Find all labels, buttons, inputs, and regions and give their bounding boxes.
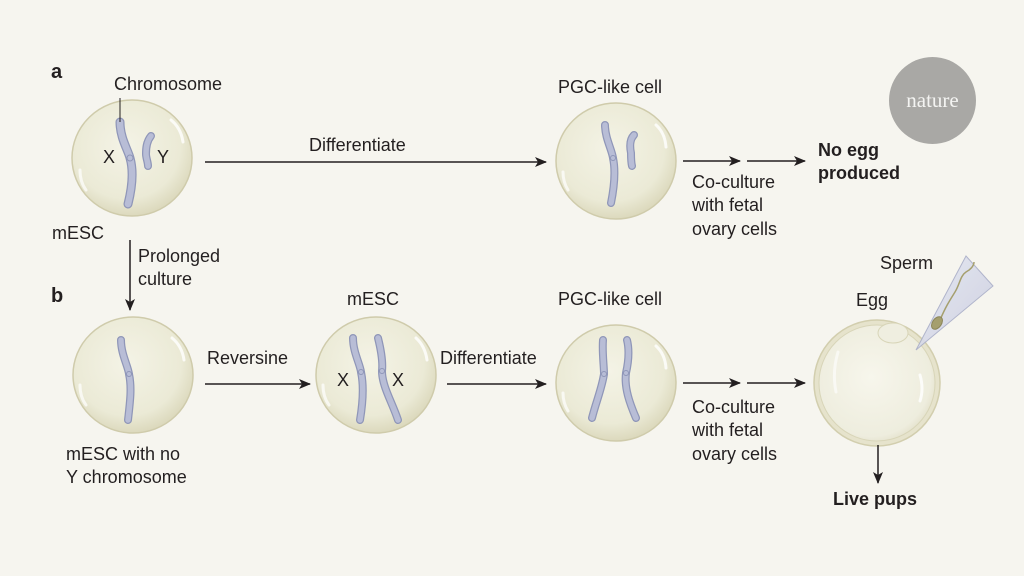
pgc-chromosome-x-right bbox=[621, 336, 640, 422]
coculture-label-a-3: ovary cells bbox=[692, 219, 778, 239]
polar-body bbox=[877, 322, 909, 344]
pgc-chromosome-x bbox=[601, 121, 619, 207]
panel-label-b: b bbox=[51, 285, 64, 307]
mesc-no-y-label-1: mESC with no bbox=[66, 444, 181, 464]
pgc-chromosome-y bbox=[626, 131, 638, 170]
cell-mesc-xx bbox=[315, 316, 437, 434]
live-pups-label: Live pups bbox=[833, 489, 918, 509]
x-chromosome-right-label: X bbox=[392, 370, 405, 390]
coculture-label-a-2: with fetal bbox=[692, 195, 764, 215]
y-chromosome-label: Y bbox=[157, 147, 170, 167]
differentiate-label-a: Differentiate bbox=[309, 135, 406, 155]
chromosome-x bbox=[115, 117, 137, 209]
coculture-label-b-1: Co-culture bbox=[692, 397, 776, 417]
differentiate-label-b: Differentiate bbox=[440, 348, 537, 368]
sperm-label: Sperm bbox=[880, 253, 934, 273]
prolonged-culture-label-1: Prolonged bbox=[138, 246, 221, 266]
prolonged-culture-label-2: culture bbox=[138, 269, 193, 289]
mesc-label-b: mESC bbox=[347, 289, 400, 309]
chromosome-x-right bbox=[374, 334, 402, 424]
egg bbox=[813, 319, 941, 447]
chromosome-label: Chromosome bbox=[114, 74, 223, 94]
coculture-label-b-2: with fetal bbox=[692, 420, 764, 440]
pgc-label-a: PGC-like cell bbox=[558, 77, 663, 97]
coculture-label-a-1: Co-culture bbox=[692, 172, 776, 192]
chromosome-y bbox=[141, 132, 155, 170]
panel-label-a: a bbox=[51, 61, 63, 83]
no-egg-label-1: No egg bbox=[818, 140, 879, 160]
no-egg-label-2: produced bbox=[818, 163, 901, 183]
x-chromosome-label: X bbox=[103, 147, 116, 167]
chromosome-x-left bbox=[349, 334, 367, 424]
x-chromosome-left-label: X bbox=[337, 370, 350, 390]
mesc-no-y-label-2: Y chromosome bbox=[66, 467, 187, 487]
cell-pgc-xx bbox=[555, 324, 677, 442]
mesc-label-a: mESC bbox=[52, 223, 105, 243]
egg-label: Egg bbox=[856, 290, 889, 310]
pipette-with-sperm bbox=[915, 255, 994, 351]
pgc-chromosome-x-left bbox=[588, 336, 609, 422]
pgc-label-b: PGC-like cell bbox=[558, 289, 663, 309]
coculture-label-b-3: ovary cells bbox=[692, 444, 778, 464]
chromosome-x-single bbox=[117, 336, 135, 424]
reversine-label: Reversine bbox=[207, 348, 289, 368]
nature-logo: nature bbox=[889, 57, 976, 144]
nature-logo-text: nature bbox=[906, 88, 959, 112]
